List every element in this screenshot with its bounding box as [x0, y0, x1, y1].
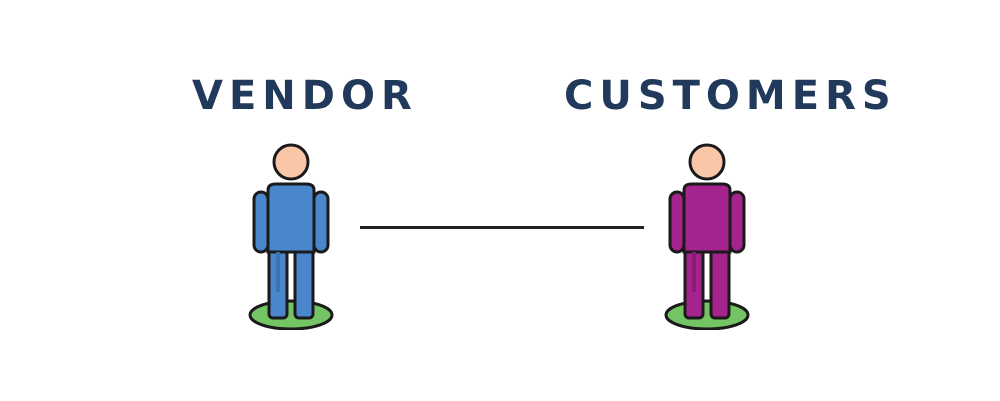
vendor-right-arm [312, 190, 330, 254]
vendor-left-arm [252, 190, 270, 254]
customer-person-icon [664, 143, 750, 330]
vendor-torso [266, 182, 316, 254]
customer-torso [682, 182, 732, 254]
vendor-head [272, 143, 310, 181]
customer-ground-shadow [664, 299, 750, 330]
vendor-person-icon [248, 143, 334, 330]
customer-left-arm [668, 190, 686, 254]
vendor-customers-connector-line [360, 226, 644, 229]
vendor-ground-shadow [248, 299, 334, 330]
vendor-label: VENDOR [192, 73, 418, 119]
customers-label: CUSTOMERS [564, 73, 897, 119]
customer-head [688, 143, 726, 181]
customer-right-arm [728, 190, 746, 254]
